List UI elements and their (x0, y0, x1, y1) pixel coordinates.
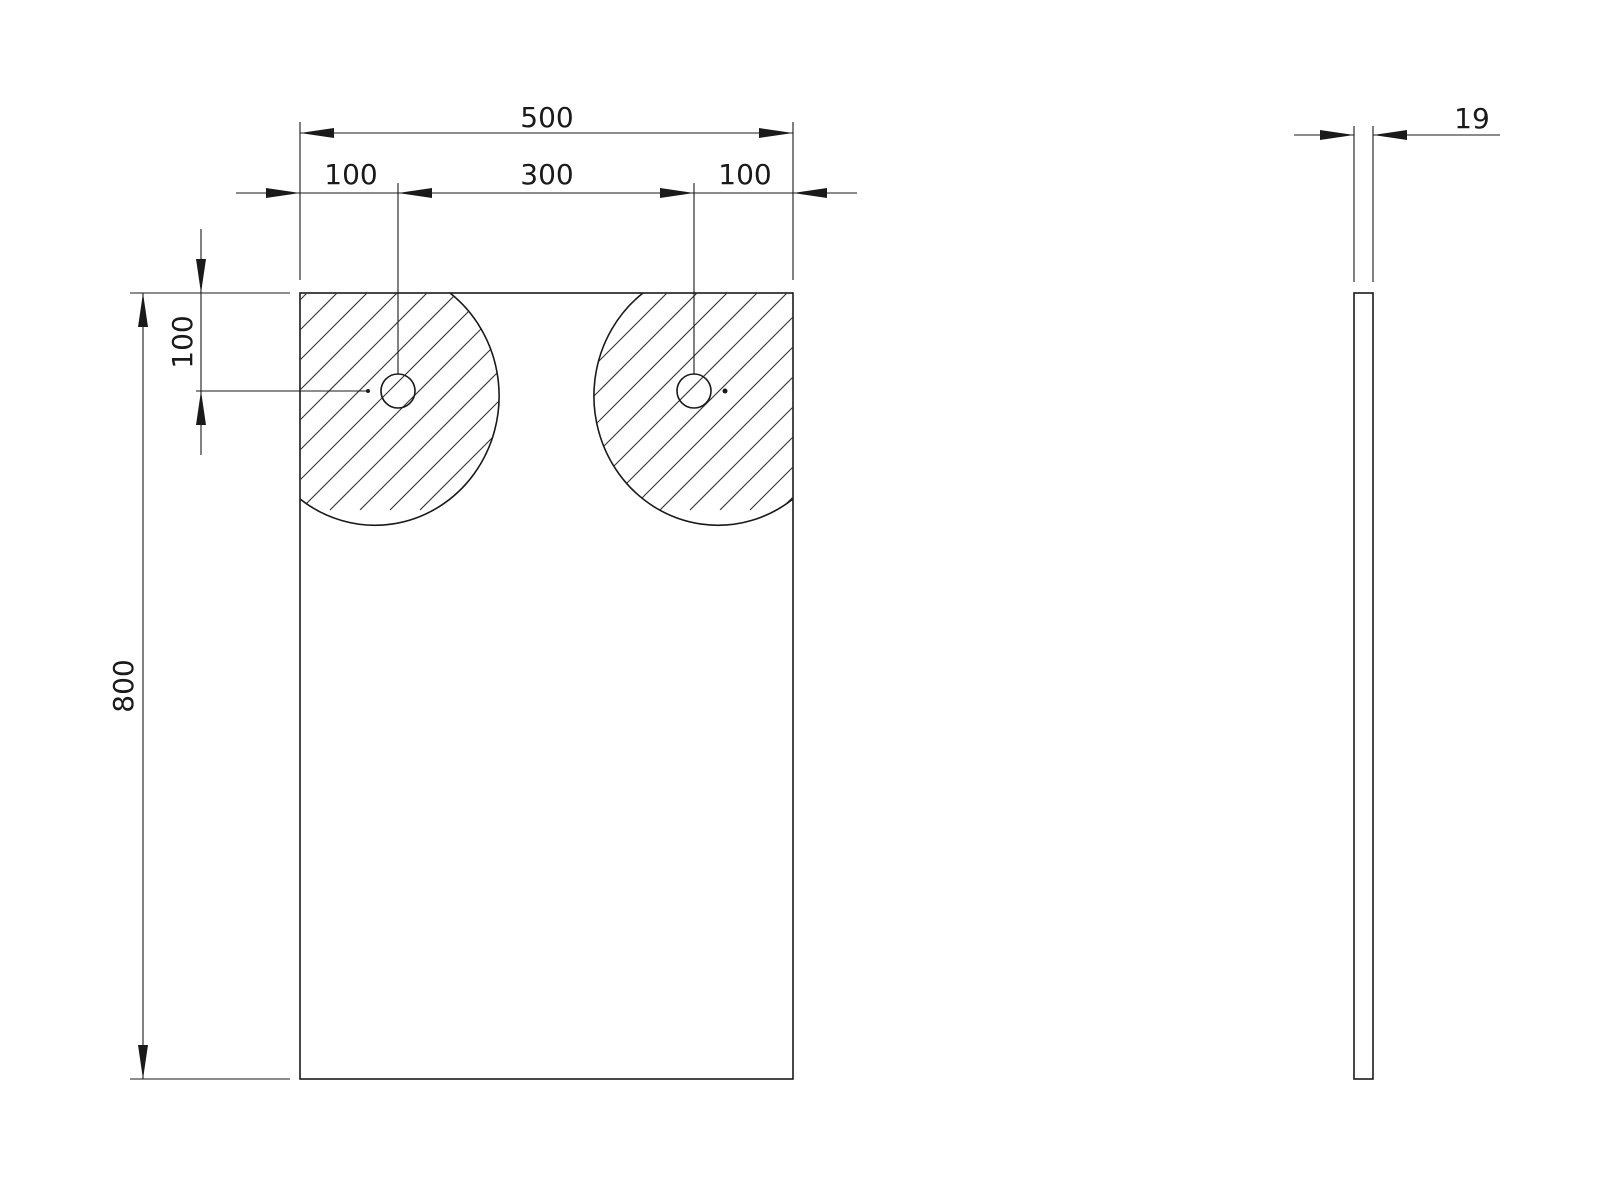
right-cutout-edge (593, 292, 794, 527)
dimension-top-offset: 100 (166, 229, 206, 455)
right-cutout (593, 292, 794, 527)
dimension-label-top-offset: 100 (166, 315, 199, 368)
dimension-overall-height: 800 (107, 293, 148, 1079)
dimension-label-right-offset: 100 (718, 158, 771, 191)
left-cutout (299, 292, 500, 527)
dimension-label-center-spacing: 300 (520, 158, 573, 191)
right-hole-mark (722, 388, 728, 394)
dimension-label-overall-height: 800 (107, 659, 140, 712)
left-cutout-hatch (300, 293, 500, 511)
dimension-overall-width: 500 (300, 101, 793, 138)
left-hole (380, 373, 416, 409)
panel-outline (299, 292, 794, 1080)
side-view (1353, 126, 1374, 1080)
dimension-label-left-offset: 100 (324, 158, 377, 191)
dimension-thickness: 19 (1294, 102, 1500, 140)
dimension-label-thickness: 19 (1454, 102, 1490, 135)
side-panel-outline (1353, 292, 1374, 1080)
right-hole (676, 373, 712, 409)
dimension-label-overall-width: 500 (520, 101, 573, 134)
front-view (299, 292, 794, 1080)
left-cutout-edge (299, 292, 500, 527)
dimension-hole-spacing: 100 300 100 (236, 158, 857, 198)
extension-lines (130, 122, 794, 1080)
right-cutout-hatch (593, 293, 793, 511)
